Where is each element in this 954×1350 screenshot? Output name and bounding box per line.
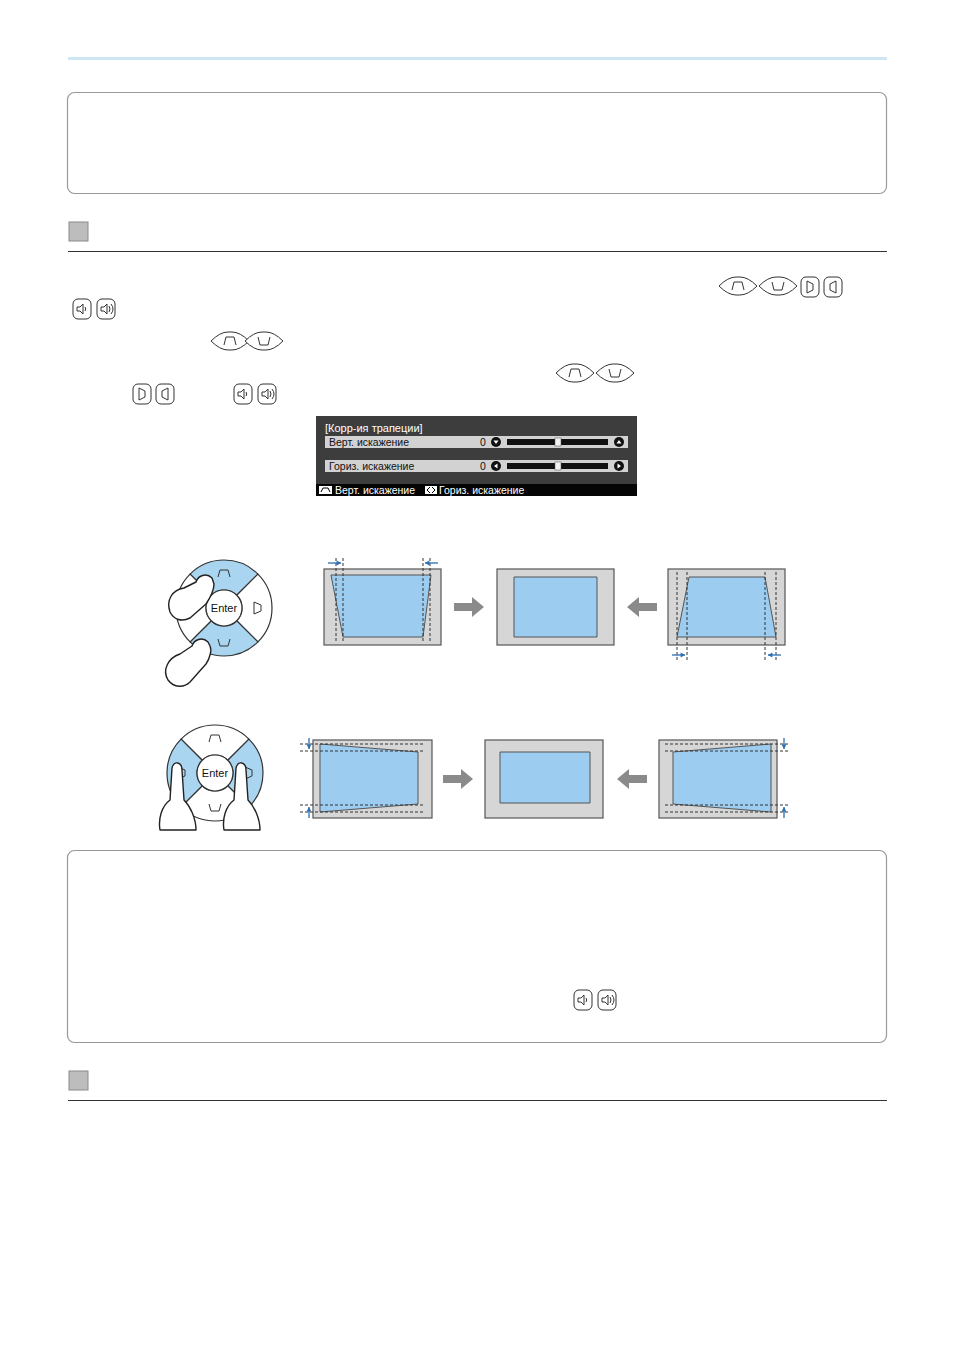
slider-handle <box>555 462 561 470</box>
arrow-button <box>491 437 501 447</box>
button-icon <box>97 299 115 319</box>
arrow-button <box>491 461 501 471</box>
arrow-button <box>614 437 624 447</box>
button-icon <box>211 332 249 350</box>
section-marker <box>69 1071 88 1090</box>
osd-help-bar: Верт. искажение Гориз. искажение <box>316 484 637 496</box>
header-rule <box>68 57 887 60</box>
osd-row-ground <box>325 436 628 448</box>
pointing-hand <box>166 639 211 686</box>
help-icon <box>425 486 437 494</box>
osd-row: Верт. искажение 0 <box>325 436 628 448</box>
button-icon <box>759 277 797 295</box>
button-icon <box>156 384 174 404</box>
pointing-hand <box>223 763 260 830</box>
osd-text: 0 <box>480 460 486 472</box>
flow-arrow <box>627 597 657 617</box>
screen-figure <box>659 738 790 818</box>
button-icon <box>719 277 757 295</box>
flow-arrow <box>617 769 647 789</box>
flow-arrow <box>454 597 484 617</box>
arrow-button <box>614 461 624 471</box>
button-icon <box>574 990 592 1010</box>
button-icon <box>598 990 616 1010</box>
enter-button: Enter <box>206 590 242 626</box>
button-icon <box>234 384 252 404</box>
button-icon <box>245 332 283 350</box>
button-icon <box>73 299 91 319</box>
section-rule <box>68 1100 887 1101</box>
osd-panel: [Корр-ия трапеции]Верт. искажение0Гориз.… <box>316 416 637 496</box>
help-icon <box>427 487 435 493</box>
osd-text: Гориз. искажение <box>329 460 414 472</box>
slider-track <box>507 463 608 469</box>
screen-figure <box>324 558 441 645</box>
osd-text: Верт. искажение <box>335 484 415 496</box>
osd-help-bar <box>316 484 637 496</box>
section-marker <box>69 222 88 241</box>
button-icon <box>801 277 819 297</box>
slider-track <box>507 439 608 445</box>
osd-text: Гориз. искажение <box>439 484 524 496</box>
screen-figure <box>668 569 785 660</box>
help-icon <box>319 486 332 494</box>
note-box <box>68 93 887 194</box>
osd-panel-ground <box>316 416 637 496</box>
button-icon <box>133 384 151 404</box>
screen-figure <box>485 740 603 818</box>
button-icon <box>258 384 276 404</box>
pointing-hand <box>169 575 214 620</box>
note-box <box>68 851 887 1043</box>
pointing-hand <box>159 763 196 830</box>
button-icon <box>596 364 634 382</box>
button-icon <box>556 364 594 382</box>
osd-text: Верт. искажение <box>329 436 409 448</box>
osd-row-ground <box>325 460 628 472</box>
osd-row: Гориз. искажение 0 <box>325 460 628 472</box>
osd-text: [Корр-ия трапеции] <box>325 422 423 434</box>
slider-handle <box>555 438 561 446</box>
osd-text: 0 <box>480 436 486 448</box>
section-rule <box>68 251 887 252</box>
help-icon <box>321 488 330 492</box>
button-label: Enter <box>202 767 228 779</box>
button-icon <box>824 277 842 297</box>
screen-figure <box>497 569 614 645</box>
button-label: Enter <box>211 602 237 614</box>
screen-figure <box>300 738 432 818</box>
flow-arrow <box>443 769 473 789</box>
enter-button: Enter <box>197 755 233 791</box>
